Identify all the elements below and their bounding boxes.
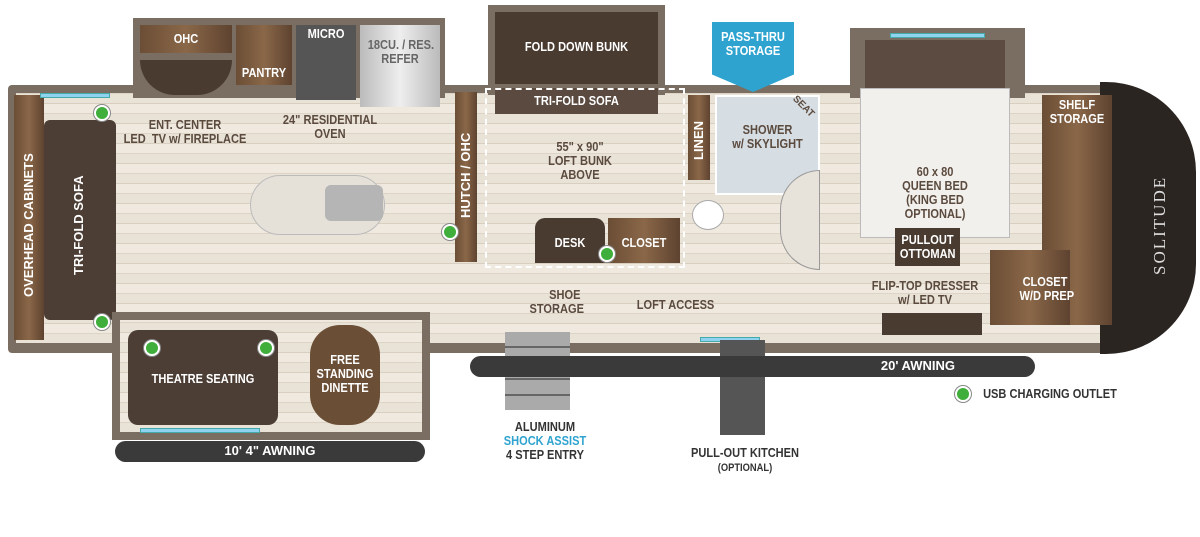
ohc-label: OHC bbox=[173, 31, 199, 46]
window bbox=[40, 93, 110, 98]
shower-label: SHOWER w/ SKYLIGHT bbox=[732, 122, 803, 151]
linen-label: LINEN bbox=[691, 121, 706, 160]
window bbox=[890, 33, 985, 38]
pass-thru-storage-badge bbox=[712, 22, 794, 92]
closet-wd bbox=[990, 250, 1070, 325]
awning-right: 20' AWNING bbox=[470, 356, 1035, 377]
ottoman-label: PULLOUT OTTOMAN bbox=[899, 232, 956, 261]
brand-logo: SOLITUDE bbox=[1150, 175, 1169, 275]
hutch-label: HUTCH / OHC bbox=[458, 132, 473, 218]
sink bbox=[325, 185, 383, 221]
loft-access-label: LOFT ACCESS bbox=[636, 297, 715, 312]
fold-down-bunk bbox=[495, 12, 658, 84]
closet-label: CLOSET bbox=[621, 235, 667, 250]
pull-out-kitchen bbox=[720, 340, 765, 435]
fold-down-bunk-label: FOLD DOWN BUNK bbox=[524, 39, 629, 54]
queen-bed bbox=[860, 88, 1010, 238]
micro-label: MICRO bbox=[307, 26, 345, 41]
ent-center-label: ENT. CENTER LED TV w/ FIREPLACE bbox=[123, 117, 247, 146]
oven-label: 24" RESIDENTIAL OVEN bbox=[282, 112, 378, 141]
rear-tri-fold-sofa bbox=[44, 120, 116, 320]
vanity-sink bbox=[780, 170, 820, 270]
usb-outlet-icon bbox=[94, 314, 110, 330]
mid-sofa-label: TRI-FOLD SOFA bbox=[534, 93, 619, 108]
awning-left: 10' 4" AWNING bbox=[115, 441, 425, 462]
usb-outlet-icon bbox=[442, 224, 458, 240]
linen-cabinet bbox=[688, 95, 710, 180]
outdoor-kitchen-optional: (OPTIONAL) bbox=[717, 462, 773, 474]
rear-sofa-label: TRI-FOLD SOFA bbox=[71, 175, 86, 275]
mid-tri-fold-sofa bbox=[495, 88, 658, 114]
closet-wd-label: CLOSET W/D PREP bbox=[1019, 274, 1075, 303]
queen-bed-label: 60 x 80 QUEEN BED (KING BED OPTIONAL) bbox=[902, 164, 968, 221]
usb-outlet-icon bbox=[94, 105, 110, 121]
dinette-table bbox=[310, 325, 380, 425]
window bbox=[140, 428, 260, 433]
pantry bbox=[236, 25, 292, 85]
flip-top-dresser bbox=[882, 313, 982, 335]
toilet bbox=[692, 200, 724, 230]
shoe-storage-label: SHOE STORAGE bbox=[529, 287, 584, 316]
flip-top-label: FLIP-TOP DRESSER w/ LED TV bbox=[871, 278, 979, 307]
ohc-cabinet bbox=[140, 25, 232, 53]
shelf-storage-label: SHELF STORAGE bbox=[1049, 97, 1105, 126]
theatre-seating-label: THEATRE SEATING bbox=[151, 371, 255, 386]
desk bbox=[535, 218, 605, 263]
hutch bbox=[455, 92, 477, 262]
overhead-cabinets-label: OVERHEAD CABINETS bbox=[21, 153, 36, 297]
pass-thru-label: PASS-THRU STORAGE bbox=[721, 29, 785, 58]
pantry-label: PANTRY bbox=[241, 65, 287, 80]
overhead-cabinets bbox=[14, 95, 44, 340]
entry-label-2: SHOCK ASSIST bbox=[503, 433, 587, 448]
pullout-ottoman bbox=[895, 228, 960, 266]
usb-outlet-icon bbox=[599, 246, 615, 262]
stove bbox=[296, 25, 356, 100]
outdoor-kitchen-label: PULL-OUT KITCHEN bbox=[690, 445, 800, 460]
closet bbox=[608, 218, 680, 263]
front-cap bbox=[1100, 82, 1196, 354]
entry-label-3: 4 STEP ENTRY bbox=[506, 447, 584, 462]
loft-bunk-outline bbox=[485, 88, 685, 268]
usb-outlet-icon bbox=[144, 340, 160, 356]
legend-usb-label: USB CHARGING OUTLET bbox=[983, 386, 1117, 401]
refer-label: 18CU. / RES. REFER bbox=[367, 37, 435, 66]
dinette-label: FREE STANDING DINETTE bbox=[316, 352, 374, 395]
legend-usb-icon bbox=[955, 386, 971, 402]
desk-label: DESK bbox=[554, 235, 586, 250]
entry-label-1: ALUMINUM bbox=[514, 419, 576, 434]
headboard bbox=[865, 40, 1005, 90]
usb-outlet-icon bbox=[258, 340, 274, 356]
loft-bunk-label: 55" x 90" LOFT BUNK ABOVE bbox=[548, 139, 612, 182]
refrigerator bbox=[360, 25, 440, 107]
